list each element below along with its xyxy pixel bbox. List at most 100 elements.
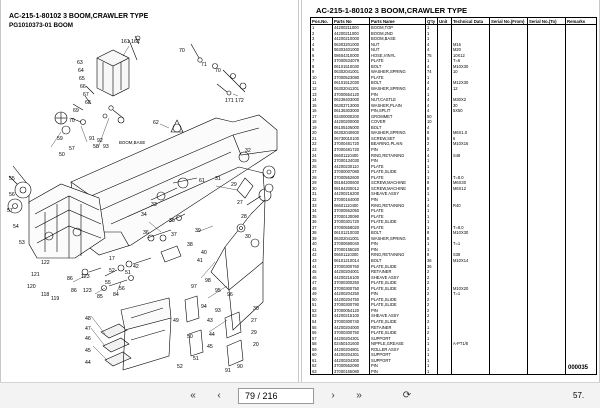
table-cell [565,74,597,81]
svg-text:91: 91 [89,136,95,142]
svg-text:46: 46 [85,336,91,342]
table-cell [565,69,597,75]
svg-text:93: 93 [215,308,221,314]
svg-text:35: 35 [169,218,175,224]
page-navigation-toolbar: « ‹ 79 / 216 › » ⟳ 57. [0,382,600,408]
table-cell [565,86,597,92]
top-left-parts [54,35,247,135]
zoom-level: 57. [573,391,585,400]
svg-text:67: 67 [83,92,89,98]
table-cell [565,219,597,225]
boom-top-head [8,165,106,259]
svg-text:69: 69 [73,108,79,114]
svg-text:92: 92 [97,138,103,144]
first-page-button[interactable]: « [186,389,200,403]
svg-text:38: 38 [187,242,193,248]
table-cell [565,58,597,64]
svg-text:68: 68 [85,100,91,106]
table-cell [565,346,597,353]
svg-text:37: 37 [171,232,177,238]
table-cell [565,224,597,231]
svg-text:51: 51 [125,270,131,276]
svg-text:96: 96 [227,292,233,298]
table-cell [565,174,597,181]
svg-text:84: 84 [113,292,119,298]
svg-text:56: 56 [9,192,15,198]
table-cell: PIN [369,368,426,376]
table-cell [565,36,597,42]
table-cell [565,307,597,314]
col-header: Unit [437,17,452,25]
table-cell [565,113,597,120]
svg-text:121: 121 [31,272,40,278]
svg-text:120: 120 [27,284,36,290]
svg-text:45: 45 [85,348,91,354]
svg-text:36: 36 [143,230,149,236]
svg-text:65: 65 [79,76,85,82]
next-page-button[interactable]: › [326,389,340,403]
table-cell [565,280,597,286]
svg-text:43: 43 [207,318,213,324]
svg-text:70: 70 [179,48,185,54]
table-cell [565,124,597,131]
page-title-left: AC-215-1-80102 3 BOOM,CRAWLER TYPE [9,13,149,20]
page-number-input[interactable]: 79 / 216 [238,388,314,404]
svg-text:55: 55 [9,176,15,182]
svg-text:70: 70 [215,68,221,74]
table-cell [565,213,597,220]
previous-page-button[interactable]: ‹ [212,389,226,403]
svg-text:95: 95 [215,288,221,294]
svg-text:86: 86 [67,276,73,282]
svg-text:98: 98 [205,278,211,284]
table-cell [565,324,597,331]
table-cell [565,24,597,31]
table-cell [565,269,597,275]
table-cell [565,147,597,153]
svg-text:42: 42 [133,264,139,270]
last-page-button[interactable]: » [352,389,366,403]
svg-text:50: 50 [187,334,193,340]
sheave-group-head [7,181,32,214]
middle-pins [146,119,276,263]
table-cell: 37000155080 [332,368,370,376]
table-cell [565,252,597,258]
table-cell [565,341,597,347]
svg-text:118: 118 [41,292,49,298]
svg-text:30: 30 [253,306,259,312]
boom-exploded-diagram: 161 162 63 64 65 66 67 68 69 70 59 91 92… [7,35,278,374]
table-cell [565,335,597,342]
table-cell [565,313,597,319]
svg-text:31: 31 [215,176,221,182]
col-header: Serial No.(From) [489,17,528,25]
rotate-button[interactable]: ⟳ [400,389,414,403]
svg-text:123: 123 [81,274,90,280]
table-cell [565,97,597,103]
table-cell [565,196,597,203]
table-cell [527,368,566,376]
table-cell [565,80,597,87]
svg-text:50: 50 [59,152,65,158]
